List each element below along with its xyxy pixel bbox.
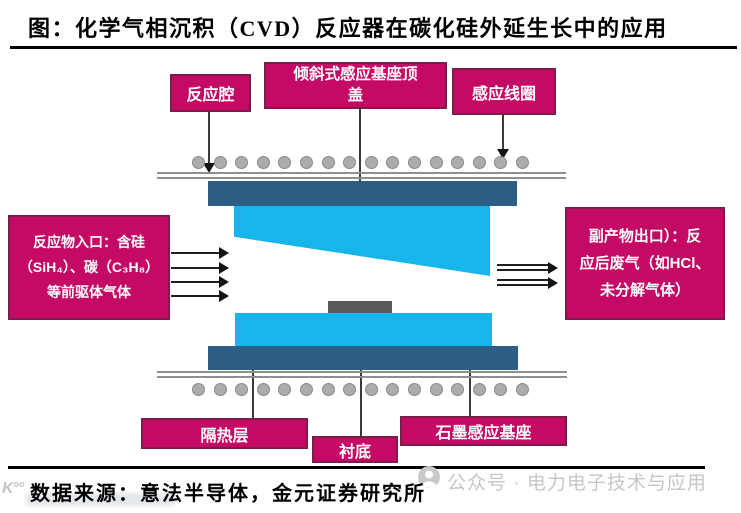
coil-turn-circle: [494, 383, 508, 396]
coil-turn-circle: [429, 383, 443, 396]
chamber-wall-top-inner: [157, 177, 566, 179]
coil-turn-circle: [299, 383, 313, 396]
coil-row-top: [192, 156, 529, 169]
arrowhead-induction-coil: [497, 149, 509, 159]
inlet-arrow-shaft-4: [171, 295, 221, 297]
callout-reaction-chamber-label: 反应腔: [186, 87, 235, 104]
substrate-wafer: [328, 301, 392, 313]
coil-turn-circle: [321, 383, 335, 396]
inlet-arrowhead-1: [219, 247, 229, 259]
callout-reactant-inlet-line1: 反应物入口：含硅: [33, 233, 145, 250]
outlet-arrowhead-1: [548, 262, 558, 274]
coil-turn-circle: [256, 383, 270, 396]
callout-byproduct-outlet-line2: 应后废气（如HCl、: [579, 255, 711, 272]
coil-turn-circle: [213, 156, 227, 169]
chamber-wall-bottom-inner: [157, 371, 567, 373]
wechat-account-icon: [417, 465, 441, 494]
insulation-block-bottom: [208, 346, 518, 370]
insulation-block-top: [208, 181, 517, 206]
coil-turn-circle: [472, 383, 486, 396]
coil-turn-circle: [364, 156, 378, 169]
wechat-account-watermark: 公众号 · 电力电子技术与应用: [447, 473, 707, 494]
coil-turn-circle: [192, 383, 205, 396]
coil-row-bottom: [192, 383, 529, 396]
outlet-arrow-shaft-2: [497, 279, 549, 286]
chamber-wall-top-outer: [157, 172, 566, 174]
callout-induction-coil-label: 感应线圈: [471, 85, 536, 103]
arrowhead-reaction-chamber: [203, 163, 215, 173]
coil-turn-circle: [494, 156, 508, 169]
connector-insulation-layer: [252, 364, 254, 419]
callout-reactant-inlet: 反应物入口：含硅 （SiH₄）、碳（C₃H₈） 等前驱体气体: [8, 215, 170, 320]
connector-tilted-cover: [359, 108, 361, 215]
coil-turn-circle: [235, 383, 249, 396]
coil-turn-circle: [343, 156, 357, 169]
connector-induction-coil: [502, 115, 504, 151]
callout-reaction-chamber: 反应腔: [170, 74, 251, 112]
coil-turn-circle: [278, 383, 292, 396]
callout-tilted-susceptor-cover: 倾斜式感应基座顶 盖: [264, 62, 447, 109]
coil-turn-circle: [386, 156, 400, 169]
susceptor-bottom-base: [235, 313, 492, 346]
coil-turn-circle: [451, 383, 465, 396]
callout-reactant-inlet-line3: 等前驱体气体: [47, 284, 131, 301]
inlet-arrow-shaft-3: [171, 281, 221, 283]
susceptor-top-tilted-cover: [234, 206, 490, 276]
coil-turn-circle: [515, 156, 529, 169]
callout-graphite-susceptor: 石墨感应基座: [400, 416, 567, 446]
coil-turn-circle: [451, 156, 465, 169]
outlet-arrowhead-2: [548, 277, 558, 289]
inlet-arrow-shaft-2: [171, 267, 221, 269]
coil-turn-circle: [235, 156, 249, 169]
connector-graphite-susceptor: [469, 331, 471, 417]
footer-divider: [8, 466, 705, 469]
callout-tilted-cover-line2: 盖: [347, 86, 364, 104]
callout-byproduct-outlet-line3: 未分解气体）: [599, 282, 690, 299]
coil-turn-circle: [299, 156, 313, 169]
callout-graphite-susceptor-label: 石墨感应基座: [435, 425, 532, 442]
outlet-arrow-shaft-1: [497, 264, 549, 271]
coil-turn-circle: [407, 383, 421, 396]
coil-turn-circle: [321, 156, 335, 169]
callout-insulation-layer-label: 隔热层: [200, 427, 249, 445]
corner-logo-watermark: K°°: [2, 480, 24, 497]
source-note: 数据来源：意法半导体，金元证券研究所: [30, 483, 426, 505]
coil-turn-circle: [386, 383, 400, 396]
callout-reactant-inlet-line2: （SiH₄）、碳（C₃H₈）: [18, 258, 160, 275]
callout-substrate: 衬底: [312, 436, 398, 463]
chamber-wall-bottom-outer: [157, 376, 567, 378]
coil-turn-circle: [364, 383, 378, 396]
callout-substrate-label: 衬底: [338, 443, 371, 461]
coil-turn-circle: [213, 383, 227, 396]
figure-title: 图：化学气相沉积（CVD）反应器在碳化硅外延生长中的应用: [28, 16, 668, 41]
coil-turn-circle: [407, 156, 421, 169]
callout-byproduct-outlet: 副产物出口）：反 应后废气（如HCl、 未分解气体）: [565, 207, 725, 320]
callout-induction-coil: 感应线圈: [452, 68, 556, 115]
connector-reaction-chamber: [208, 112, 210, 165]
callout-byproduct-outlet-line1: 副产物出口）：反: [588, 228, 702, 245]
inlet-arrowhead-3: [219, 276, 229, 288]
callout-insulation-layer: 隔热层: [141, 418, 308, 449]
coil-turn-circle: [515, 383, 529, 396]
coil-turn-circle: [192, 156, 205, 169]
title-divider: [10, 46, 737, 49]
corner-watermark-blur: [26, 493, 176, 506]
coil-turn-circle: [429, 156, 443, 169]
inlet-arrow-shaft-1: [171, 252, 221, 254]
inlet-arrowhead-4: [219, 290, 229, 302]
coil-turn-circle: [256, 156, 270, 169]
coil-turn-circle: [278, 156, 292, 169]
coil-turn-circle: [472, 156, 486, 169]
inlet-arrowhead-2: [219, 262, 229, 274]
callout-tilted-cover-line1: 倾斜式感应基座顶: [293, 65, 418, 83]
coil-turn-circle: [343, 383, 357, 396]
